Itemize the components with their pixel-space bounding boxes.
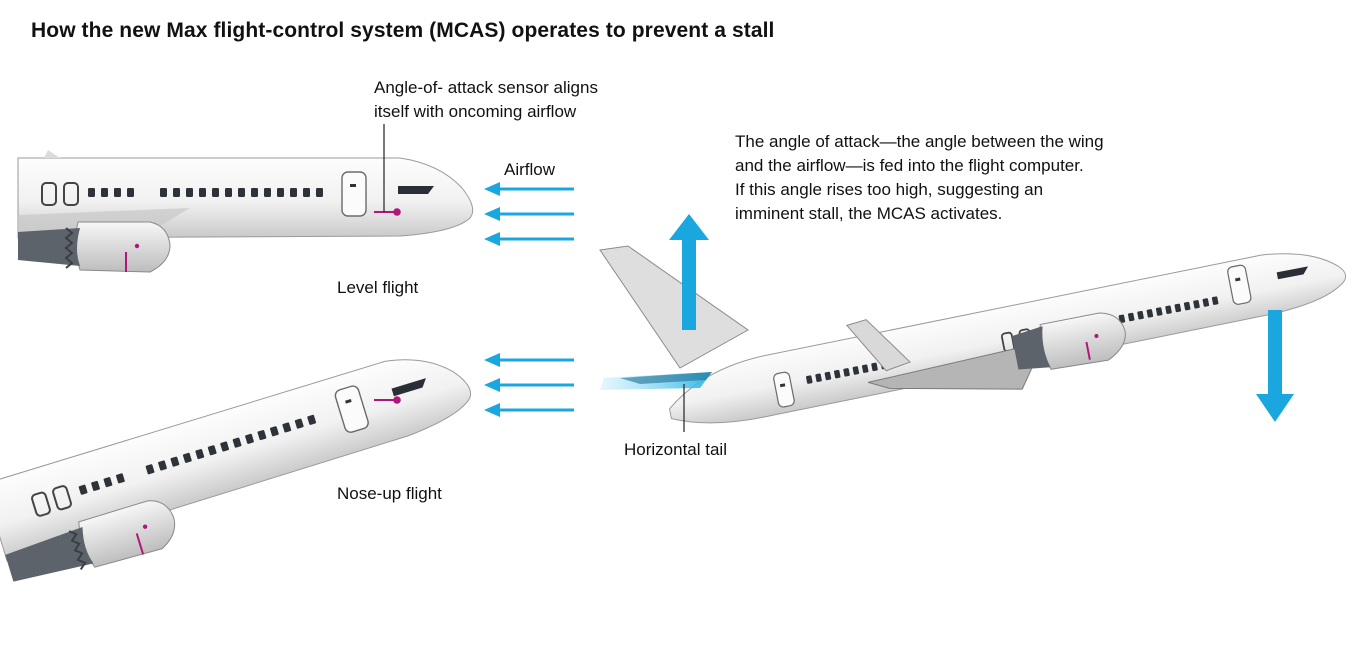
cabin-window [264, 188, 271, 197]
cabin-window [145, 464, 155, 475]
cabin-window [1127, 312, 1135, 322]
cabin-window [127, 188, 134, 197]
cabin-window [1202, 298, 1210, 307]
cabin-window [316, 188, 323, 197]
explanation-line: and the airflow—is fed into the flight c… [735, 156, 1084, 175]
cabin-window [186, 188, 193, 197]
cabin-window [1193, 300, 1200, 309]
cabin-window [238, 188, 245, 197]
explanation-line: imminent stall, the MCAS activates. [735, 204, 1003, 223]
cabin-window [1183, 301, 1191, 311]
cabin-window [277, 188, 284, 197]
vertical-stabilizer [599, 245, 749, 369]
cabin-window [1137, 310, 1144, 320]
cabin-window [290, 188, 297, 197]
airflow-arrow [484, 232, 574, 246]
airflow-arrow [484, 403, 574, 417]
nose-up-aircraft [0, 359, 472, 582]
cabin-window [1155, 307, 1163, 316]
tail-lift-arrow [669, 214, 709, 330]
nose-down-arrow [1256, 310, 1294, 422]
cabin-window [861, 364, 869, 373]
airflow-label: Airflow [504, 160, 556, 179]
cabin-window [114, 188, 121, 197]
cabin-window [307, 414, 317, 425]
cabin-window [116, 473, 125, 484]
cabin-window [1146, 309, 1154, 318]
airflow-arrow [484, 378, 574, 392]
explanation-line: The angle of attack—the angle between th… [735, 132, 1104, 151]
cabin-window [91, 480, 100, 491]
airflow-arrows-level [484, 182, 574, 246]
cabin-window [1211, 296, 1219, 305]
cabin-window [251, 188, 258, 197]
climbing-aircraft [668, 253, 1347, 424]
cabin-window [815, 373, 822, 383]
cabin-window [303, 188, 310, 197]
horizontal-tail-label: Horizontal tail [624, 440, 727, 459]
cabin-window [806, 375, 813, 384]
cabin-window [871, 362, 878, 372]
cabin-window [173, 188, 180, 197]
nose-up-flight-label: Nose-up flight [337, 484, 442, 503]
level-flight-aircraft [17, 124, 474, 273]
level-flight-label: Level flight [337, 278, 419, 297]
cabin-window [158, 460, 167, 471]
explanation-line: If this angle rises too high, suggesting… [735, 180, 1044, 199]
cabin-window [207, 445, 217, 456]
diagram-title: How the new Max flight-control system (M… [31, 19, 775, 42]
cabin-window [843, 368, 850, 377]
cabin-window [182, 452, 192, 463]
cabin-window [170, 456, 180, 467]
cabin-window [257, 430, 267, 441]
cabin-window [225, 188, 232, 197]
cabin-window [294, 418, 304, 429]
cabin-window [199, 188, 206, 197]
cabin-window [833, 369, 841, 379]
cabin-window [1165, 305, 1172, 314]
sensor-caption-line1: Angle-of- attack sensor aligns [374, 78, 598, 97]
sensor-caption-line2: itself with oncoming airflow [374, 102, 577, 121]
airflow-arrows-nose-up [484, 353, 574, 417]
airflow-arrow [484, 353, 574, 367]
cabin-window [269, 426, 279, 437]
cabin-window [160, 188, 167, 197]
cabin-window [1174, 303, 1182, 313]
cabin-window [220, 441, 229, 452]
airflow-arrow [484, 182, 574, 196]
cabin-window [824, 371, 832, 381]
cabin-window [212, 188, 219, 197]
cabin-window [88, 188, 95, 197]
cabin-window [103, 477, 113, 488]
cabin-window [78, 484, 88, 495]
airflow-arrow [484, 207, 574, 221]
cabin-window [195, 449, 205, 460]
cabin-window [282, 422, 292, 433]
cabin-window [101, 188, 108, 197]
cabin-window [852, 366, 860, 375]
cabin-window [245, 433, 254, 444]
sensor-dot-nose-up [393, 396, 401, 404]
cabin-window [232, 437, 242, 448]
